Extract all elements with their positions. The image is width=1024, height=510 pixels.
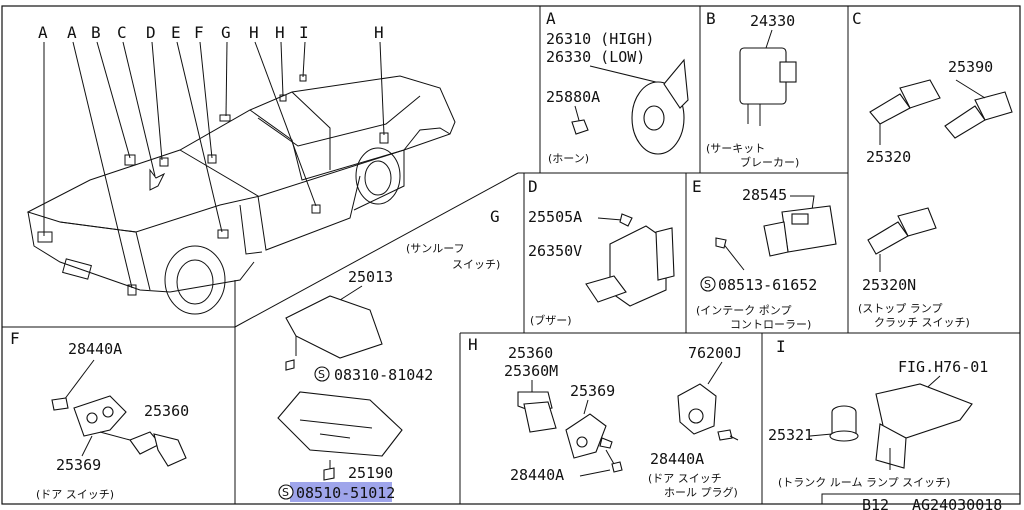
bolt-mark-g1	[314, 366, 330, 382]
part-25320: 25320	[866, 148, 911, 166]
part-25369-h: 25369	[570, 382, 615, 400]
part-25360m: 25360M	[504, 362, 558, 380]
part-26310: 26310 (HIGH)	[546, 30, 654, 48]
part-25013: 25013	[348, 268, 393, 286]
part-08310-81042: 08310-81042	[334, 366, 433, 384]
car-label-a2: A	[67, 23, 77, 42]
panel-d-buzzer: D 25505A 26350V (ブザー)	[528, 177, 675, 327]
trunk-caption: (トランク ルーム ランプ スイッチ)	[778, 476, 950, 489]
car-label-b: B	[91, 23, 101, 42]
panel-g-letter: G	[490, 207, 500, 226]
car-letter-labels: A A B C D E F G H H I H	[38, 23, 384, 42]
part-25390: 25390	[948, 58, 993, 76]
car-label-i: I	[299, 23, 309, 42]
part-25505a: 25505A	[528, 208, 582, 226]
part-24330: 24330	[750, 12, 795, 30]
part-25369-f: 25369	[56, 456, 101, 474]
panel-c-letter: C	[852, 9, 862, 28]
bolt-mark-g2-text: S	[282, 486, 289, 499]
part-28440a-h1: 28440A	[510, 466, 564, 484]
panel-f-door-switch: F 28440A 25360 25369 (ドア スイッチ)	[10, 329, 189, 501]
bolt-mark-g1-text: S	[318, 368, 325, 381]
car-label-h3: H	[374, 23, 384, 42]
stop-caption-2: クラッチ スイッチ)	[874, 316, 970, 329]
car-label-h1: H	[249, 23, 259, 42]
horn-caption: (ホーン)	[548, 152, 589, 165]
part-08513-61652: 08513-61652	[718, 276, 817, 294]
breaker-caption-1: (サーキット	[706, 142, 765, 155]
part-26330: 26330 (LOW)	[546, 48, 645, 66]
controller-caption-1: (インテーク ポンプ	[696, 304, 791, 317]
highlight-08510-51012	[290, 482, 392, 502]
panel-g-sunroof: G (サンルーフ スイッチ) 25013 S 08310-81042 25190…	[277, 207, 500, 502]
car-label-e: E	[171, 23, 181, 42]
part-25360-f: 25360	[144, 402, 189, 420]
plug-caption-2: ホール プラグ)	[664, 485, 738, 499]
panel-e-controller: E 28545 S 08513-61652 (インテーク ポンプ コントローラー…	[692, 177, 837, 331]
part-28545: 28545	[742, 186, 787, 204]
panel-a-horn: A 26310 (HIGH) 26330 (LOW) 25880A (ホーン)	[546, 9, 689, 165]
part-76200j: 76200J	[688, 344, 742, 362]
bolt-mark-g2	[278, 484, 294, 500]
part-28440a-h2: 28440A	[650, 450, 704, 468]
buzzer-caption: (ブザー)	[530, 313, 572, 327]
stop-caption-1: (ストップ ランプ	[858, 302, 942, 315]
breaker-caption-2: ブレーカー)	[740, 155, 799, 169]
panel-i-letter: I	[776, 337, 786, 356]
bolt-mark-e-text: S	[704, 278, 711, 291]
panel-d-letter: D	[528, 177, 538, 196]
car-label-g: G	[221, 23, 231, 42]
part-08510-51012: 08510-51012	[296, 484, 395, 502]
controller-caption-2: コントローラー)	[730, 318, 811, 331]
bolt-mark-e	[700, 276, 716, 292]
panel-e-letter: E	[692, 177, 702, 196]
panel-b-letter: B	[706, 9, 716, 28]
car-label-f: F	[194, 23, 204, 42]
footer: B12 AG24030018	[821, 493, 1020, 510]
part-28440a-f: 28440A	[68, 340, 122, 358]
panel-b-breaker: B 24330 (サーキット ブレーカー)	[706, 9, 799, 169]
panel-a-letter: A	[546, 9, 556, 28]
car-illustration	[26, 74, 456, 315]
car-label-d: D	[146, 23, 156, 42]
panel-c-stop-switch: C 25390 25320 25320N (ストップ ランプ クラッチ スイッチ…	[852, 9, 1013, 329]
part-25321: 25321	[768, 426, 813, 444]
footer-code-2: AG24030018	[912, 496, 1002, 510]
panel-f-letter: F	[10, 329, 20, 348]
part-26350v: 26350V	[528, 242, 582, 260]
panel-h-letter: H	[468, 335, 478, 354]
panel-i-trunk-switch: I FIG.H76-01 25321 (トランク ルーム ランプ スイッチ)	[768, 337, 988, 489]
door-switch-caption: (ドア スイッチ)	[36, 488, 114, 501]
car-leader-lines	[43, 41, 385, 289]
part-25190: 25190	[348, 464, 393, 482]
sunroof-caption-1: (サンルーフ	[406, 242, 465, 255]
car-label-c: C	[117, 23, 127, 42]
panel-frames	[1, 5, 1021, 505]
part-25320n: 25320N	[862, 276, 916, 294]
ref-fig-h76-01: FIG.H76-01	[898, 358, 988, 376]
part-25880a: 25880A	[546, 88, 600, 106]
footer-code-1: B12	[862, 496, 889, 510]
sunroof-caption-2: スイッチ)	[452, 258, 500, 271]
plug-caption-1: (ドア スイッチ	[648, 472, 722, 485]
panel-h-door-plug: H 25360 25360M 25369 28440A 76200J 28440…	[468, 335, 742, 499]
part-25360-h: 25360	[508, 344, 553, 362]
car-label-a1: A	[38, 23, 48, 42]
car-label-h2: H	[275, 23, 285, 42]
